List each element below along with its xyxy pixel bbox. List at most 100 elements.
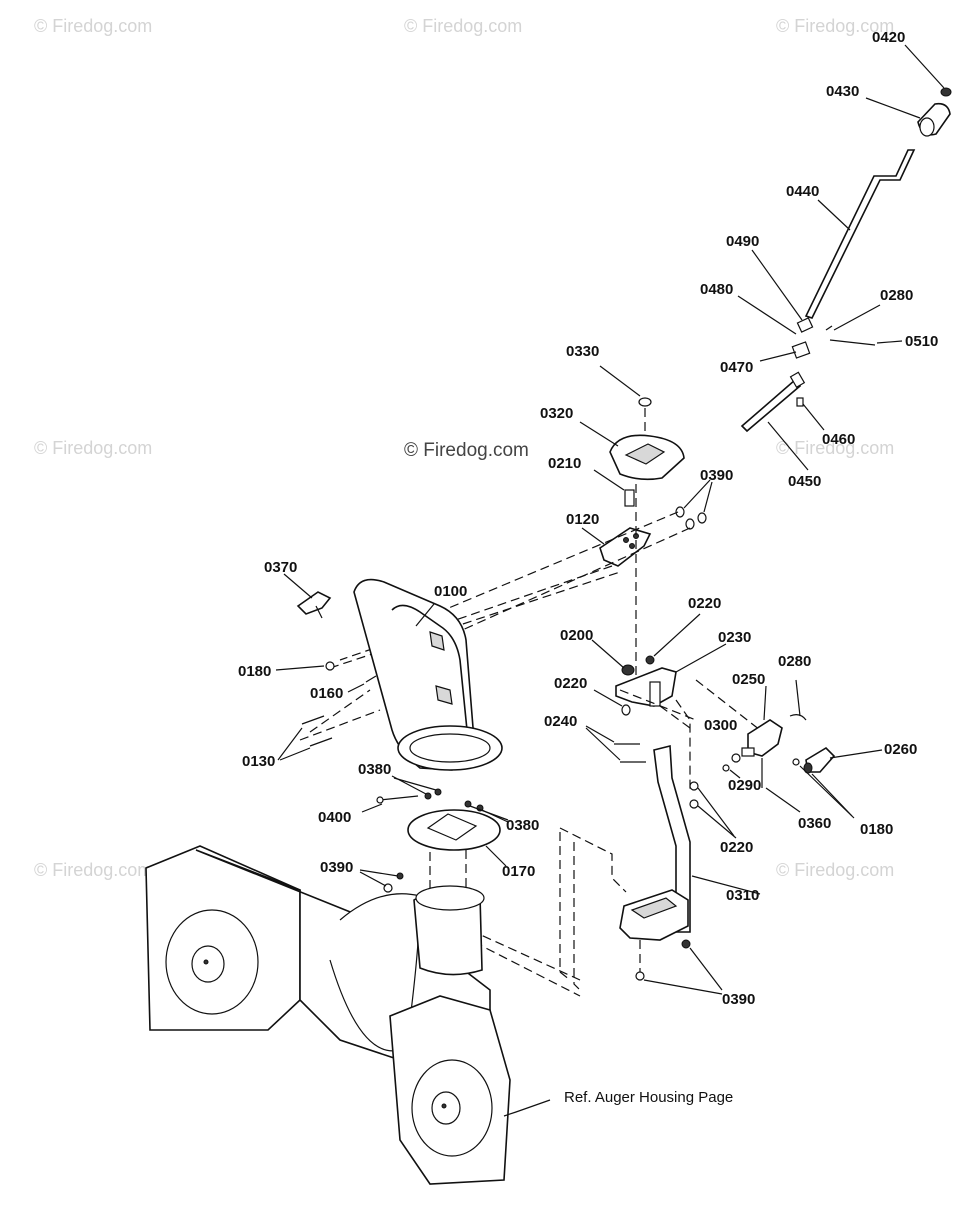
right-bearing — [431, 1091, 461, 1125]
bearing-bolt — [441, 1103, 447, 1109]
leader-line — [593, 469, 625, 491]
callout-0450: 0450 — [788, 473, 821, 490]
watermark: © Firedog.com — [404, 16, 522, 36]
callout-0400: 0400 — [318, 809, 351, 826]
callout-0310: 0310 — [726, 887, 759, 904]
callout-0320: 0320 — [540, 405, 573, 422]
bushing-0300 — [741, 747, 755, 757]
cap-label — [624, 443, 666, 465]
chute-slot — [429, 631, 445, 651]
leader-line — [904, 44, 945, 89]
discharge-chute-assembly: 0370 0100 0180 0160 0130 — [238, 559, 503, 771]
leader-line — [593, 689, 623, 707]
tube-top — [415, 885, 485, 911]
callout-0280: 0280 — [880, 287, 913, 304]
callout-0480: 0480 — [700, 281, 733, 298]
leader-line — [585, 727, 621, 761]
leader-line — [683, 479, 711, 509]
leader-line — [393, 777, 437, 791]
chute-base-assembly: 0380 0400 0380 0390 0170 — [318, 761, 539, 912]
callout-0280: 0280 — [778, 653, 811, 670]
leader-line — [802, 403, 825, 431]
leader-line — [359, 869, 399, 877]
callout-0360: 0360 — [798, 815, 831, 832]
assembly-line — [659, 705, 691, 729]
leader-line — [347, 683, 365, 693]
center-watermark: © Firedog.com — [404, 440, 529, 461]
callout-0430: 0430 — [826, 83, 859, 100]
bolt-0400 — [379, 795, 419, 801]
knob-0370 — [296, 591, 332, 615]
leader-line — [691, 875, 761, 895]
clip-0280 — [825, 325, 833, 331]
callout-0470: 0470 — [720, 359, 753, 376]
leader-line — [817, 199, 851, 231]
rod-0450 — [740, 378, 802, 433]
leader-line — [737, 295, 797, 335]
ring-opening — [426, 813, 478, 841]
watermark: © Firedog.com — [776, 438, 894, 458]
nut-0180 — [325, 661, 335, 671]
callout-0200: 0200 — [560, 627, 593, 644]
callout-0460: 0460 — [822, 431, 855, 448]
watermark: © Firedog.com — [34, 860, 152, 880]
assembly-line — [309, 689, 371, 733]
callout-0100: 0100 — [434, 583, 467, 600]
clip-0280 — [795, 679, 801, 717]
callout-0390: 0390 — [700, 467, 733, 484]
chute-slot — [435, 685, 453, 705]
callout-0180: 0180 — [238, 663, 271, 680]
callout-0260: 0260 — [884, 741, 917, 758]
leader-line — [833, 304, 881, 331]
bolt-head — [376, 796, 384, 804]
nut-0380 — [434, 788, 442, 796]
deflector-cap-assembly: 0330 0320 0210 0390 0120 — [540, 343, 733, 567]
watermark: © Firedog.com — [34, 16, 152, 36]
callout-0390: 0390 — [320, 859, 353, 876]
crank-bracket-assembly: 0220 0200 0230 0220 0240 0220 0310 0390 — [469, 595, 761, 1008]
callout-0120: 0120 — [566, 511, 599, 528]
reference-leader — [503, 1099, 551, 1117]
watermarks: © Firedog.com © Firedog.com © Firedog.co… — [34, 16, 894, 880]
washer — [731, 753, 741, 763]
joint-0470 — [791, 341, 811, 359]
leader-line — [415, 603, 435, 627]
leader-line — [765, 787, 801, 813]
stud-0210 — [624, 489, 635, 507]
assembly-line — [675, 699, 691, 790]
support-0310 — [653, 744, 691, 933]
bracket-tab — [649, 681, 661, 707]
callout-0510: 0510 — [905, 333, 938, 350]
knob-face — [919, 117, 935, 137]
leader-line — [729, 769, 741, 779]
nut-0180 — [792, 758, 800, 766]
leader-line — [359, 871, 387, 887]
leader-line — [275, 665, 325, 671]
callout-0420: 0420 — [872, 29, 905, 46]
crank-assembly: 0420 0430 0440 0490 0480 0280 0510 0470 … — [700, 29, 952, 490]
watermark: © Firedog.com — [776, 16, 894, 36]
bearing-bolt — [203, 959, 209, 965]
callout-0250: 0250 — [732, 671, 765, 688]
callout-0210: 0210 — [548, 455, 581, 472]
leader-line — [876, 340, 903, 344]
assembly-line — [439, 527, 691, 641]
nut-0390 — [635, 971, 645, 981]
washer-0220 — [689, 781, 699, 791]
callout-0130: 0130 — [242, 753, 275, 770]
callout-0290: 0290 — [728, 777, 761, 794]
leader-line — [697, 805, 737, 839]
auger-housing: Ref. Auger Housing Page — [145, 845, 733, 1185]
leader-line — [751, 249, 803, 321]
washer-0290 — [722, 764, 730, 772]
washer-0390 — [675, 506, 685, 518]
callout-0220: 0220 — [688, 595, 721, 612]
leader-line — [703, 481, 713, 513]
callout-0220: 0220 — [720, 839, 753, 856]
joint-0490 — [796, 317, 814, 333]
callout-0180: 0180 — [860, 821, 893, 838]
bracket-hole — [623, 537, 629, 543]
washer-0220 — [689, 799, 699, 809]
